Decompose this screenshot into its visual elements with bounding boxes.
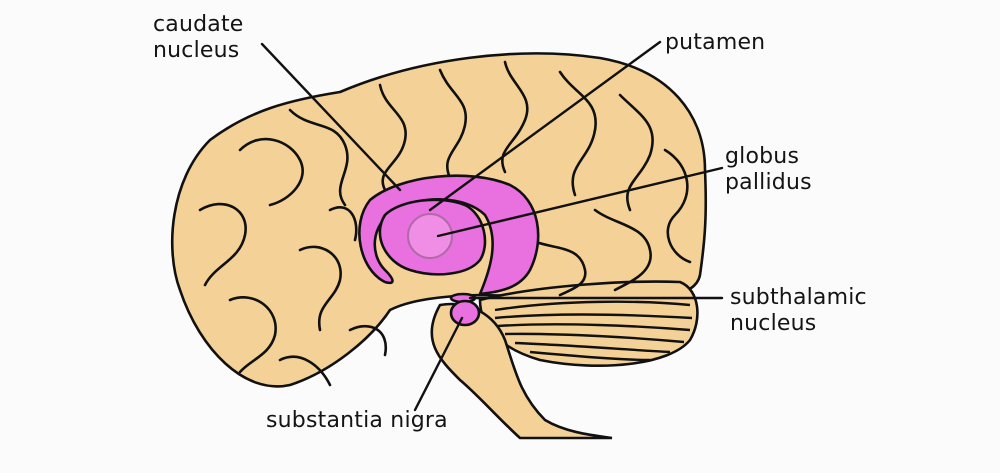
label-subthalamic-nucleus-line2: nucleus xyxy=(730,311,817,336)
label-globus-pallidus: globus pallidus xyxy=(725,144,812,196)
substantia-nigra-shape xyxy=(449,299,481,327)
label-globus-pallidus-line1: globus xyxy=(725,144,800,169)
label-putamen-line1: putamen xyxy=(665,30,766,55)
globus-pallidus-shape xyxy=(407,213,453,259)
leader-line-putamen xyxy=(428,40,662,212)
leader-line-substantia xyxy=(413,316,464,412)
leader-line-globus xyxy=(436,166,724,238)
label-substantia-nigra-line1: substantia nigra xyxy=(266,408,448,433)
leader-lines xyxy=(260,40,724,412)
label-caudate-nucleus-line1: caudate xyxy=(153,12,244,37)
gyri xyxy=(198,60,692,387)
label-substantia-nigra: substantia nigra xyxy=(266,408,448,434)
label-subthalamic-nucleus-line1: subthalamic xyxy=(730,285,867,310)
leader-line-caudate xyxy=(260,42,402,192)
cerebellum-folia xyxy=(494,300,693,362)
label-putamen: putamen xyxy=(665,30,765,56)
label-caudate-nucleus: caudate nucleus xyxy=(153,12,244,64)
label-subthalamic-nucleus: subthalamic nucleus xyxy=(730,285,867,337)
brainstem xyxy=(430,302,613,440)
label-globus-pallidus-line2: pallidus xyxy=(725,170,812,195)
label-caudate-nucleus-line2: nucleus xyxy=(153,38,240,63)
